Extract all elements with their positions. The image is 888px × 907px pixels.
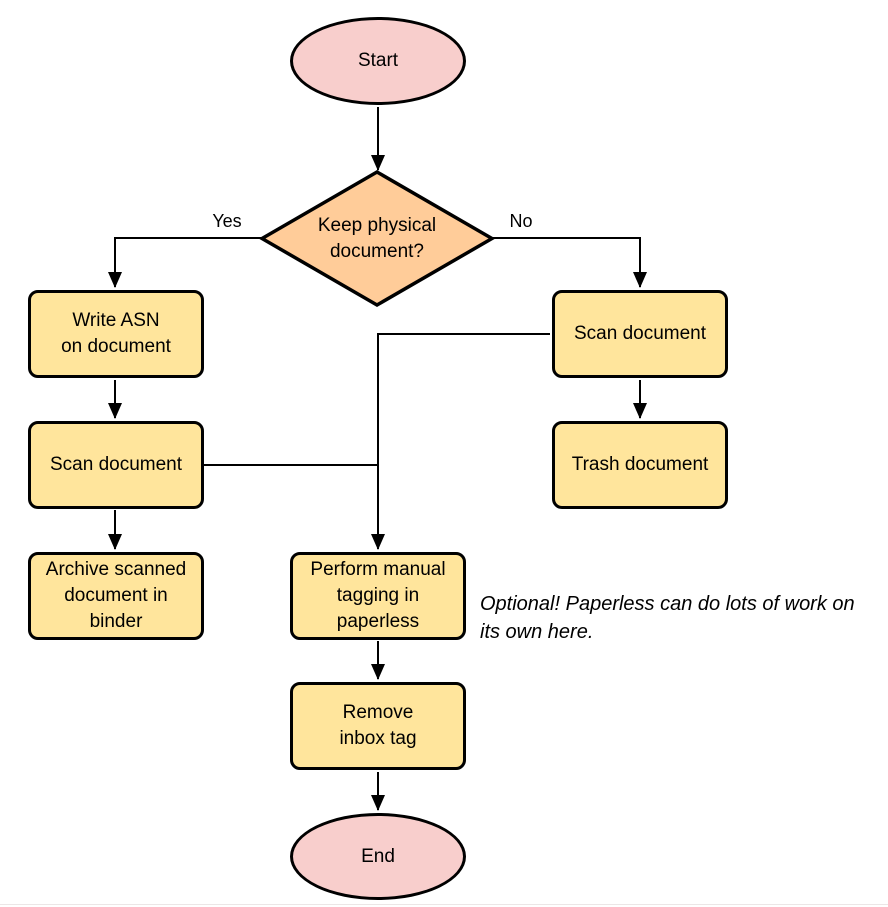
decision-keep-physical-document: Keep physical document?	[259, 169, 495, 308]
process-trash-document: Trash document	[552, 421, 728, 509]
process-write-asn-on-document: Write ASN on document	[28, 290, 204, 378]
decision-label: Keep physical document?	[317, 214, 437, 262]
annotation-line-1: Optional! Paperless can do lots of work …	[480, 593, 855, 615]
process-scan-document-right: Scan document	[552, 290, 728, 378]
no-edge-label: No	[509, 211, 533, 231]
edge-no-branch	[490, 237, 647, 288]
process-remove-inbox-tag: Remove inbox tag	[290, 682, 466, 770]
process-scan-document-left: Scan document	[28, 421, 204, 509]
process-perform-manual-tagging: Perform manual tagging in paperless	[290, 552, 466, 640]
end-node: End	[290, 813, 466, 900]
optional-annotation: Optional! Paperless can do lots of work …	[480, 590, 884, 646]
edge-scanright-to-tagging	[371, 333, 550, 550]
decision-diamond-shape	[259, 169, 495, 308]
bottom-hairline	[0, 904, 888, 905]
start-node: Start	[290, 17, 466, 105]
edge-yes-branch	[108, 237, 264, 288]
yes-edge-label: Yes	[212, 211, 242, 231]
process-archive-scanned-document: Archive scanned document in binder	[28, 552, 204, 640]
annotation-line-2: its own here.	[480, 621, 594, 643]
